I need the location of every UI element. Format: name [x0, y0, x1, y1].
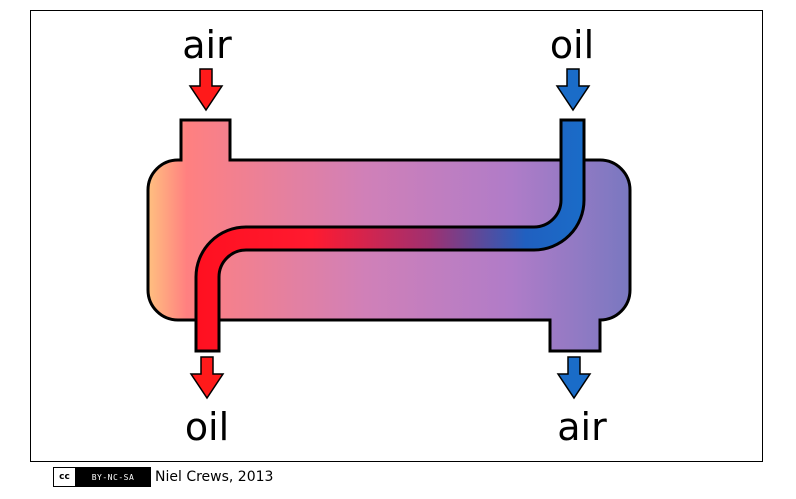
cc-icon: cc: [54, 468, 76, 486]
cc-license-badge[interactable]: cc BY-NC-SA: [53, 467, 151, 487]
oil-inlet-label: oil: [550, 23, 594, 67]
air-inlet-label: air: [182, 23, 232, 67]
author-credit: Niel Crews, 2013: [155, 469, 274, 485]
oil-pipe: [194, 118, 586, 353]
oil-outlet-arrow-icon: [189, 356, 225, 400]
license-badge-text: BY-NC-SA: [76, 468, 150, 486]
air-inlet-arrow-icon: [188, 68, 224, 112]
oil-inlet-arrow-icon: [555, 68, 591, 112]
footer: cc BY-NC-SA Niel Crews, 2013: [53, 466, 273, 488]
air-outlet-arrow-icon: [556, 356, 592, 400]
air-outlet-label: air: [557, 405, 607, 449]
oil-outlet-label: oil: [185, 405, 229, 449]
